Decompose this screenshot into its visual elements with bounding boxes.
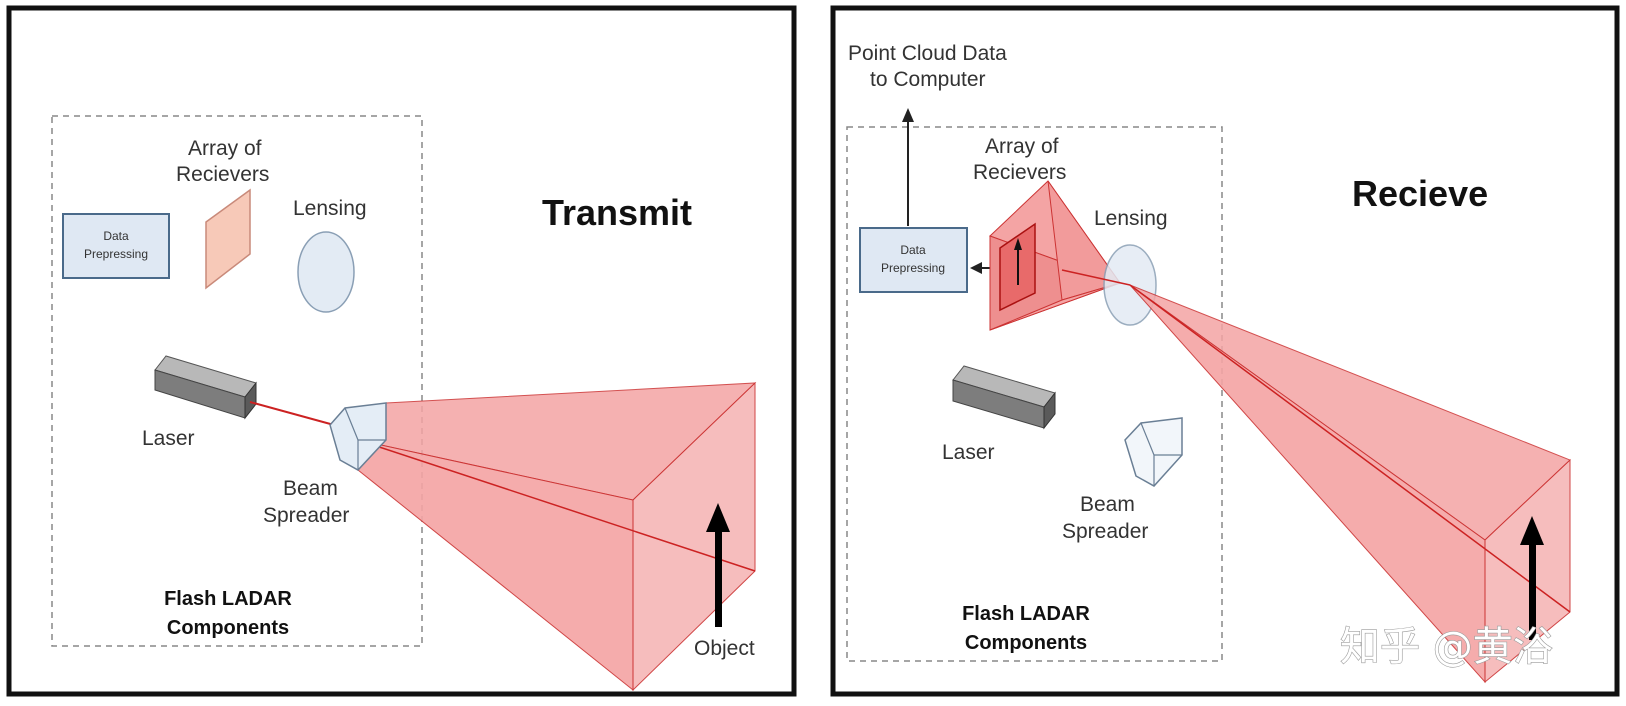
receive-point-cloud-line2: to Computer <box>870 68 986 91</box>
receive-components-box <box>846 126 1223 662</box>
receive-beam-spreader <box>1124 417 1183 487</box>
receive-beam-spreader-line2: Spreader <box>1062 520 1148 543</box>
watermark: 知乎 @黄浴 <box>1340 624 1553 670</box>
transmit-object-label: Object <box>694 637 755 660</box>
transmit-receiver-array <box>205 188 251 290</box>
receive-array-label-line2: Recievers <box>973 161 1066 184</box>
transmit-lens <box>297 231 355 313</box>
receive-object-arrow <box>1520 516 1544 640</box>
transmit-beam-face-right <box>632 381 756 692</box>
transmit-title: Transmit <box>542 192 692 233</box>
transmit-data-box-line2: Prepressing <box>84 247 148 261</box>
receive-beam-spreader-line1: Beam <box>1080 493 1135 516</box>
transmit-components-line1: Flash LADAR <box>164 588 292 610</box>
receive-data-box-line1: Data <box>900 243 926 257</box>
receive-data-box-line2: Prepressing <box>881 261 945 275</box>
receive-title: Recieve <box>1352 173 1488 214</box>
transmit-laser-label: Laser <box>142 427 195 450</box>
transmit-laser-ray <box>249 401 346 429</box>
transmit-components-box <box>51 115 423 647</box>
transmit-object-arrow <box>706 503 730 627</box>
receive-output-arrowhead <box>902 108 914 122</box>
transmit-beam-spreader-line2: Spreader <box>263 504 349 527</box>
receive-components-line1: Flash LADAR <box>962 603 1090 625</box>
transmit-array-label-line2: Recievers <box>176 163 269 186</box>
transmit-beam <box>357 381 757 692</box>
receive-receiver-cone <box>989 180 1122 331</box>
receive-beam-face-right <box>1484 458 1571 684</box>
transmit-components-line2: Components <box>167 617 289 639</box>
receive-components-line2: Components <box>965 632 1087 654</box>
transmit-laser <box>154 355 257 420</box>
transmit-lensing-label: Lensing <box>293 197 367 220</box>
transmit-array-label-line1: Array of <box>188 137 262 160</box>
transmit-beam-spreader-line1: Beam <box>283 477 338 500</box>
receive-beam-center-ray <box>1129 284 1571 613</box>
transmit-beam-spreader <box>329 402 387 471</box>
receive-beam <box>1061 269 1571 684</box>
receive-data-arrowhead <box>970 262 982 274</box>
receive-data-box <box>859 227 968 293</box>
receive-point-cloud-line1: Point Cloud Data <box>848 42 1007 65</box>
transmit-data-box <box>62 213 170 279</box>
receive-laser <box>952 365 1056 430</box>
receive-lensing-label: Lensing <box>1094 207 1168 230</box>
transmit-beam-center-ray <box>357 439 756 572</box>
transmit-panel: Transmit Array of Recievers Data Prepres… <box>6 5 797 697</box>
receive-panel: Recieve Point Cloud Data to Computer Dat… <box>830 5 1620 697</box>
transmit-data-box-line1: Data <box>103 229 129 243</box>
receive-array-label-line1: Array of <box>985 135 1059 158</box>
receive-laser-label: Laser <box>942 441 995 464</box>
